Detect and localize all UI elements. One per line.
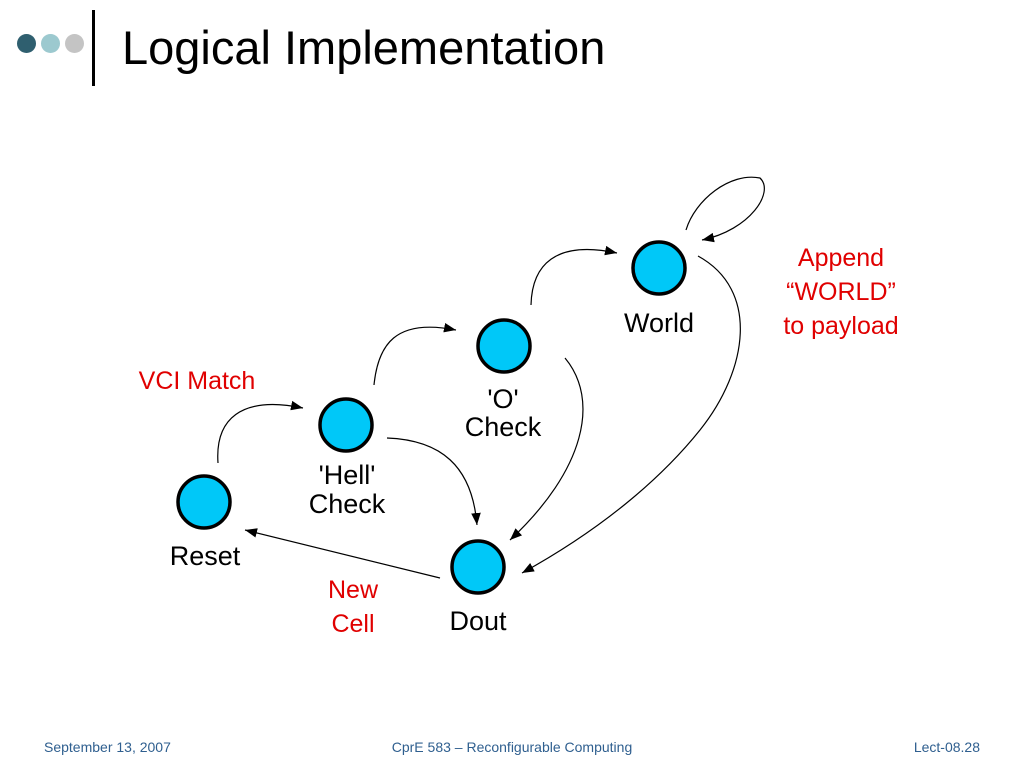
annotation-new-cell-line2: Cell (331, 610, 374, 638)
annotation-append-line3: to payload (783, 312, 898, 340)
state-label-world: World (624, 308, 694, 338)
footer-course: CprE 583 – Reconfigurable Computing (391, 739, 633, 755)
decorative-dot-dark (17, 34, 36, 53)
decorative-dot-light (41, 34, 60, 53)
state-o-check (476, 318, 532, 374)
state-label-hell-line1: 'Hell' (319, 460, 376, 490)
transition-o-to-dout (509, 357, 584, 541)
state-reset (176, 474, 232, 530)
footer-date: September 13, 2007 (44, 739, 171, 755)
state-label-o-line1: 'O' (487, 384, 518, 414)
footer-lecture: Lect-08.28 (913, 739, 980, 755)
decorative-dot-gray (65, 34, 84, 53)
transition-dout-to-reset (244, 528, 441, 579)
state-hell-check (318, 397, 374, 453)
state-label-hell-line2: Check (309, 489, 386, 519)
transition-reset-to-hell (217, 400, 304, 464)
annotation-append-line2: “WORLD” (786, 278, 896, 306)
slide-header: Logical Implementation (0, 0, 1024, 100)
state-label-dout: Dout (449, 606, 507, 636)
annotation-new-cell-line1: New (328, 576, 379, 604)
annotation-append-line1: Append (798, 244, 884, 272)
transition-o-to-world (530, 245, 618, 306)
transition-hell-to-o (373, 322, 457, 386)
transition-world-to-dout (521, 255, 741, 574)
slide-title: Logical Implementation (122, 21, 606, 74)
transition-world-self-loop (685, 176, 765, 243)
state-label-o-line2: Check (465, 412, 542, 442)
state-dout (450, 539, 506, 595)
annotation-vci-match: VCI Match (139, 367, 256, 395)
state-label-reset: Reset (170, 541, 241, 571)
title-divider (92, 10, 95, 86)
transition-hell-to-dout (386, 437, 481, 526)
state-world (631, 240, 687, 296)
